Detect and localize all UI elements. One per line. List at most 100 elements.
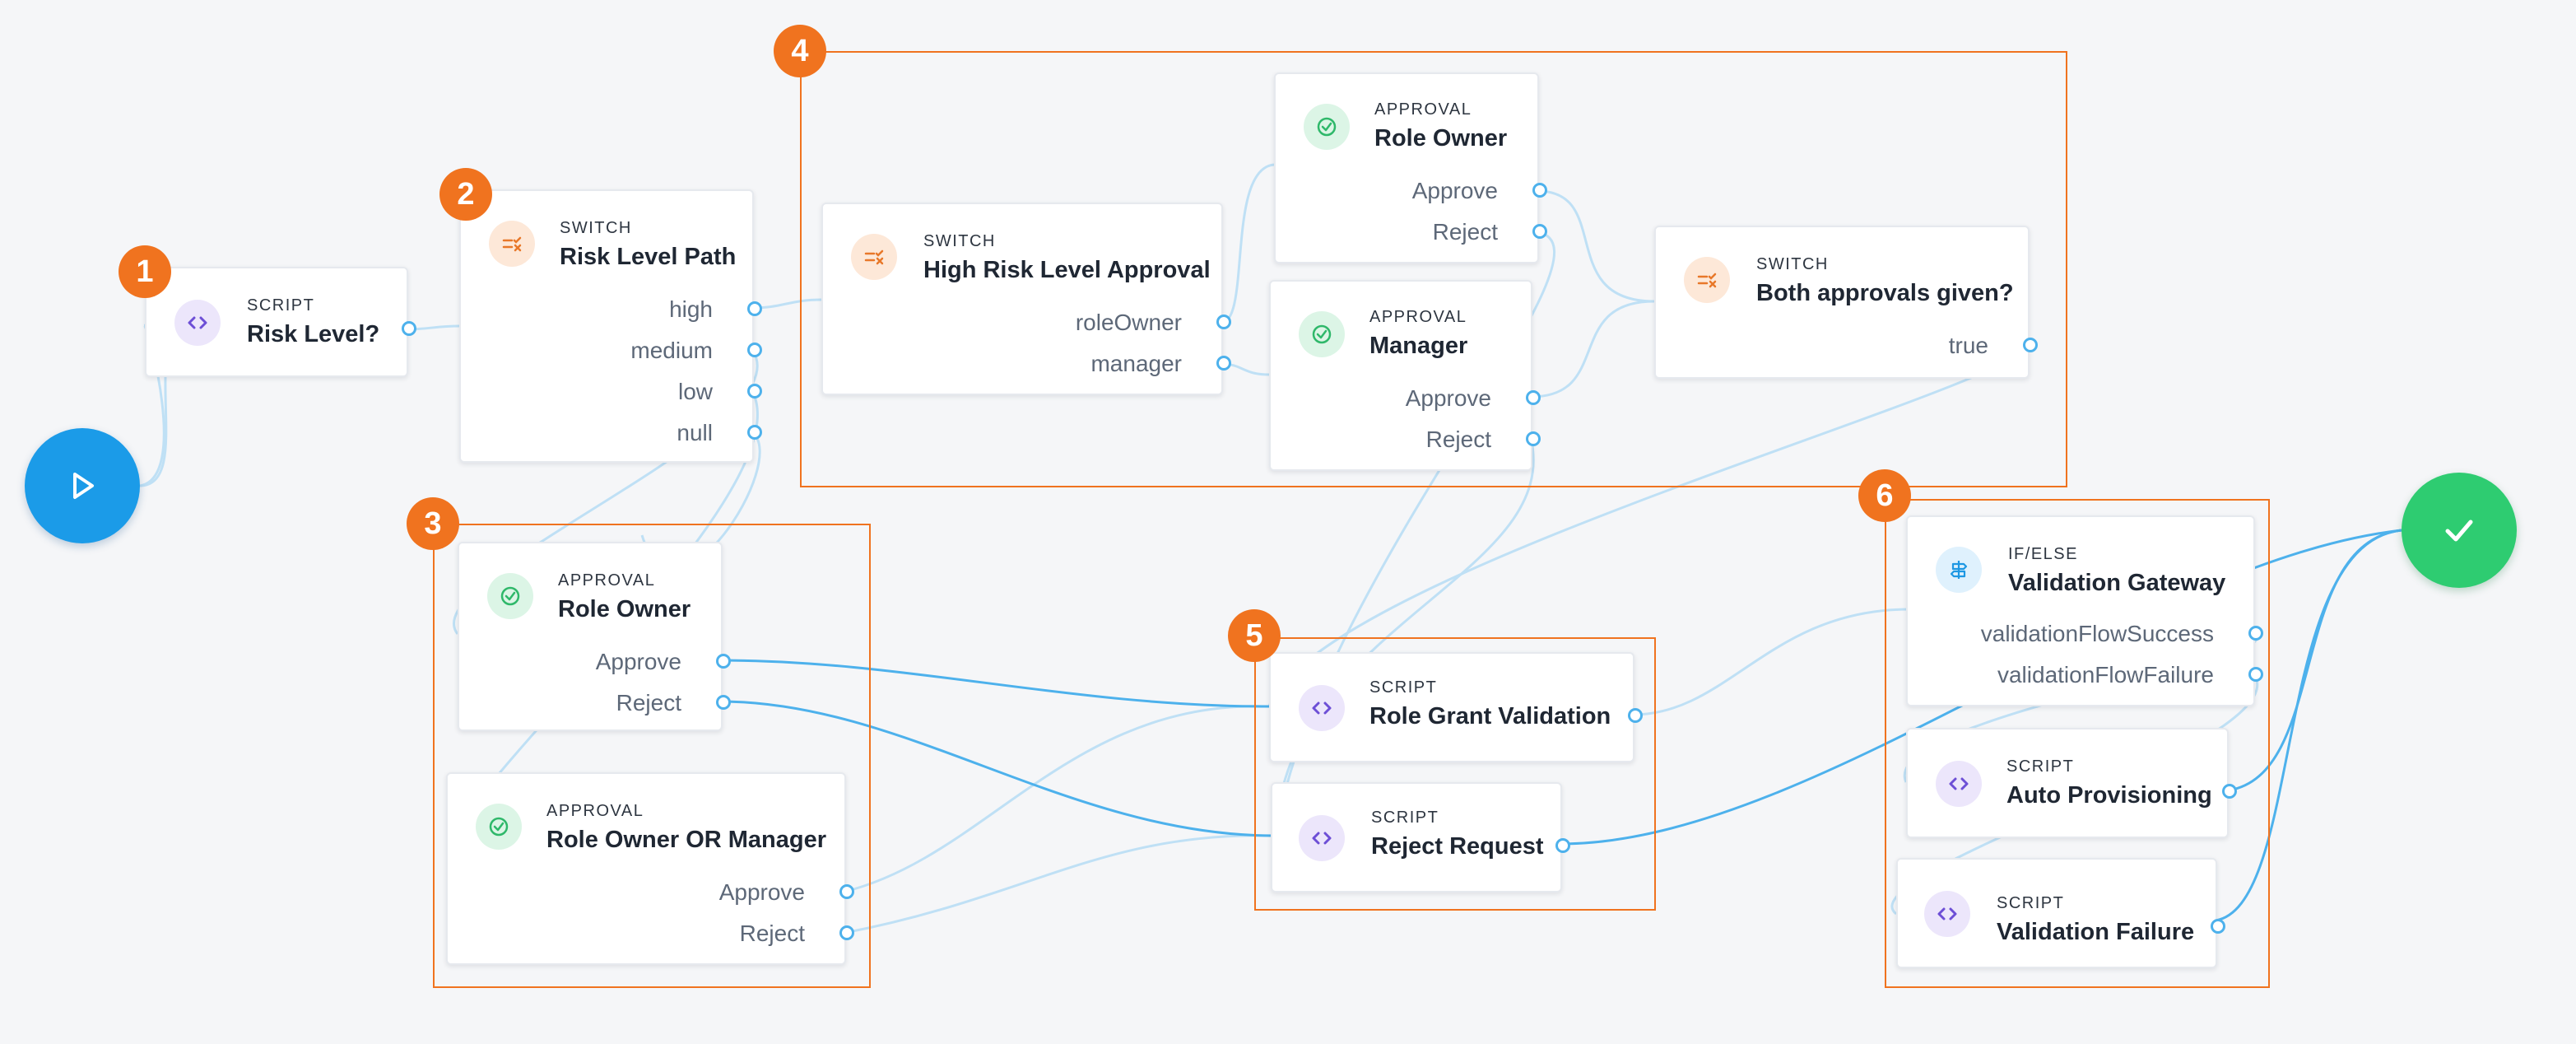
node-validation-failure[interactable]: SCRIPT Validation Failure xyxy=(1896,858,2225,968)
output-port-approve[interactable] xyxy=(1526,390,1541,405)
node-role-owner-approval[interactable]: APPROVAL Role Owner Approve Reject xyxy=(458,542,731,731)
outcome-label: null xyxy=(677,420,713,445)
outcome-label: Reject xyxy=(616,690,681,715)
outcome-label: manager xyxy=(1090,351,1182,376)
node-title: Manager xyxy=(1369,333,1468,359)
output-port-approve[interactable] xyxy=(839,884,854,899)
node-title: Reject Request xyxy=(1371,833,1544,860)
wire-rgv-gateway xyxy=(1632,608,1910,716)
output-port-low[interactable] xyxy=(747,384,762,398)
output-port-high[interactable] xyxy=(747,301,762,316)
output-port-approve[interactable] xyxy=(716,654,731,669)
code-icon xyxy=(1924,891,1970,937)
output-port-reject[interactable] xyxy=(716,695,731,710)
node-auto-provisioning[interactable]: SCRIPT Auto Provisioning xyxy=(1906,728,2237,838)
play-icon xyxy=(73,473,94,499)
outcome-label: Approve xyxy=(1405,385,1491,411)
node-type-label: APPROVAL xyxy=(1374,100,1472,119)
node-type-label: APPROVAL xyxy=(558,571,656,590)
end-node[interactable] xyxy=(2402,473,2517,588)
node-validation-gateway[interactable]: IF/ELSE Validation Gateway validationFlo… xyxy=(1906,515,2263,706)
node-role-owner-or-manager-approval[interactable]: APPROVAL Role Owner OR Manager Approve R… xyxy=(446,772,854,965)
outcome-label: high xyxy=(669,296,713,322)
outcome-label: Approve xyxy=(595,649,681,674)
node-title: Role Owner OR Manager xyxy=(546,827,827,853)
group-badge-1: 1 xyxy=(119,245,171,298)
node-role-grant-validation[interactable]: SCRIPT Role Grant Validation xyxy=(1269,652,1643,762)
switch-icon xyxy=(1684,257,1730,303)
check-circle-icon xyxy=(476,804,522,850)
output-port-null[interactable] xyxy=(747,425,762,440)
node-manager-approval[interactable]: APPROVAL Manager Approve Reject xyxy=(1269,280,1541,471)
node-title: Risk Level Path xyxy=(560,244,737,270)
outcome-label: Approve xyxy=(718,879,805,905)
check-circle-icon xyxy=(1304,104,1350,150)
node-type-label: SCRIPT xyxy=(1369,678,1438,697)
node-type-label: SWITCH xyxy=(560,219,632,237)
output-port[interactable] xyxy=(402,321,416,336)
node-type-label: IF/ELSE xyxy=(2008,545,2078,563)
node-title: Role Owner xyxy=(558,596,691,622)
output-port[interactable] xyxy=(1555,838,1570,853)
signpost-icon xyxy=(1936,547,1982,593)
code-icon xyxy=(1936,761,1982,807)
outcome-label: validationFlowSuccess xyxy=(1980,621,2214,646)
outcome-label: Reject xyxy=(1432,219,1498,245)
outcome-label: medium xyxy=(630,338,713,363)
node-title: High Risk Level Approval xyxy=(923,257,1211,283)
node-title: Role Grant Validation xyxy=(1369,703,1611,729)
node-high-risk-level-approval[interactable]: SWITCH High Risk Level Approval roleOwne… xyxy=(821,203,1231,395)
output-port[interactable] xyxy=(2211,919,2225,934)
code-icon xyxy=(1299,685,1345,731)
outcome-label: Approve xyxy=(1411,178,1498,203)
output-port-manager[interactable] xyxy=(1216,356,1231,371)
wire-rom-approve-rgv xyxy=(844,705,1270,893)
node-type-label: APPROVAL xyxy=(546,802,644,820)
output-port-failure[interactable] xyxy=(2248,667,2263,682)
node-both-approvals-given[interactable]: SWITCH Both approvals given? true xyxy=(1654,226,2038,379)
group-badge-5: 5 xyxy=(1228,609,1281,662)
start-node[interactable] xyxy=(25,428,140,543)
node-role-owner-approval-high[interactable]: APPROVAL Role Owner Approve Reject xyxy=(1274,72,1547,263)
node-type-label: SWITCH xyxy=(923,232,996,250)
node-title: Both approvals given? xyxy=(1756,280,2014,306)
group-box-3 xyxy=(433,524,871,988)
output-port-reject[interactable] xyxy=(1532,224,1547,239)
output-port-roleowner[interactable] xyxy=(1216,315,1231,329)
node-type-label: APPROVAL xyxy=(1369,308,1467,326)
output-port-reject[interactable] xyxy=(1526,431,1541,446)
group-badge-2: 2 xyxy=(439,168,492,221)
switch-icon xyxy=(851,234,897,280)
output-port[interactable] xyxy=(1628,708,1643,723)
check-circle-icon xyxy=(1299,311,1345,357)
output-port-success[interactable] xyxy=(2248,626,2263,641)
node-risk-level[interactable]: SCRIPT Risk Level? xyxy=(145,267,416,377)
switch-icon xyxy=(489,221,535,267)
node-type-label: SWITCH xyxy=(1756,255,1829,273)
node-reject-request[interactable]: SCRIPT Reject Request xyxy=(1271,782,1570,893)
output-port-approve[interactable] xyxy=(1532,183,1547,198)
output-port[interactable] xyxy=(2222,784,2237,799)
outcome-label: roleOwner xyxy=(1075,310,1182,335)
output-port-medium[interactable] xyxy=(747,343,762,357)
code-icon xyxy=(1299,815,1345,861)
outcome-label: Reject xyxy=(1425,426,1491,452)
wire-rom-reject-rej xyxy=(844,834,1275,934)
group-badge-3: 3 xyxy=(407,497,459,550)
check-circle-icon xyxy=(487,573,533,619)
node-title: Validation Failure xyxy=(1997,919,2195,945)
group-box-5 xyxy=(1254,637,1656,911)
node-type-label: SCRIPT xyxy=(1371,809,1439,827)
group-box-6 xyxy=(1885,499,2270,988)
outcome-label: true xyxy=(1948,333,1988,358)
output-port-true[interactable] xyxy=(2023,338,2038,352)
node-risk-level-path[interactable]: SWITCH Risk Level Path high medium low n… xyxy=(459,189,762,463)
group-badge-6: 6 xyxy=(1858,469,1911,522)
output-port-reject[interactable] xyxy=(839,925,854,940)
node-title: Validation Gateway xyxy=(2008,570,2226,596)
check-icon xyxy=(2445,520,2473,542)
code-icon xyxy=(174,300,221,346)
outcome-label: low xyxy=(677,379,713,404)
node-type-label: SCRIPT xyxy=(1997,894,2065,912)
